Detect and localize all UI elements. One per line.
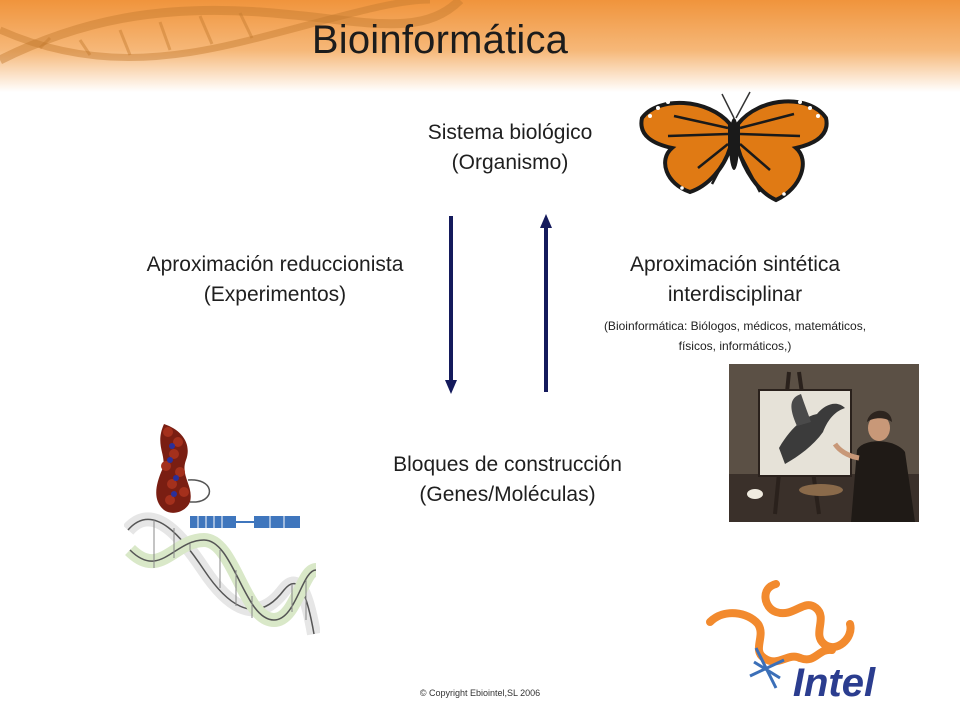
atom-spark-icon	[749, 647, 785, 689]
node-sistema-line2: (Organismo)	[451, 151, 569, 174]
molecule-ball-model-icon	[156, 424, 211, 513]
node-sistema-biologico: Sistema biológico (Organismo)	[380, 118, 640, 178]
dna-molecule-image	[124, 424, 320, 636]
double-helix-icon	[124, 512, 320, 636]
arrow-down	[445, 216, 457, 394]
arrow-up	[540, 214, 552, 392]
note-line1: (Bioinformática: Biólogos, médicos, mate…	[603, 319, 867, 333]
node-bloques-line2: (Genes/Moléculas)	[419, 483, 596, 506]
copyright-text: © Copyright Ebiointel,SL 2006	[419, 688, 541, 698]
monarch-butterfly-image	[639, 91, 829, 203]
node-bloques-line1: Bloques de construcción	[393, 453, 622, 476]
node-bloques-construccion: Bloques de construcción (Genes/Moléculas…	[355, 450, 660, 510]
node-sintetica-line2: interdisciplinar	[667, 283, 803, 306]
node-sintetica-line1: Aproximación sintética	[629, 253, 841, 276]
node-reduccionista-line2: (Experimentos)	[203, 283, 347, 306]
node-sistema-line1: Sistema biológico	[427, 121, 593, 144]
node-aproximacion-reduccionista: Aproximación reduccionista (Experimentos…	[110, 250, 440, 310]
painting-artist-bird-image	[729, 364, 919, 522]
dna-helix-decoration-icon	[0, 0, 464, 65]
page-title: Bioinformática	[311, 18, 569, 62]
logo-text: Intel	[793, 661, 876, 702]
ebiointel-logo: Intel	[706, 580, 876, 702]
note-line2: físicos, informáticos,)	[678, 339, 792, 353]
gene-map-icon	[190, 516, 300, 528]
node-aproximacion-sintetica: Aproximación sintética interdisciplinar	[580, 250, 890, 310]
node-sintetica-note: (Bioinformática: Biólogos, médicos, mate…	[580, 316, 890, 356]
node-reduccionista-line1: Aproximación reduccionista	[146, 253, 404, 276]
header-banner	[0, 0, 960, 92]
